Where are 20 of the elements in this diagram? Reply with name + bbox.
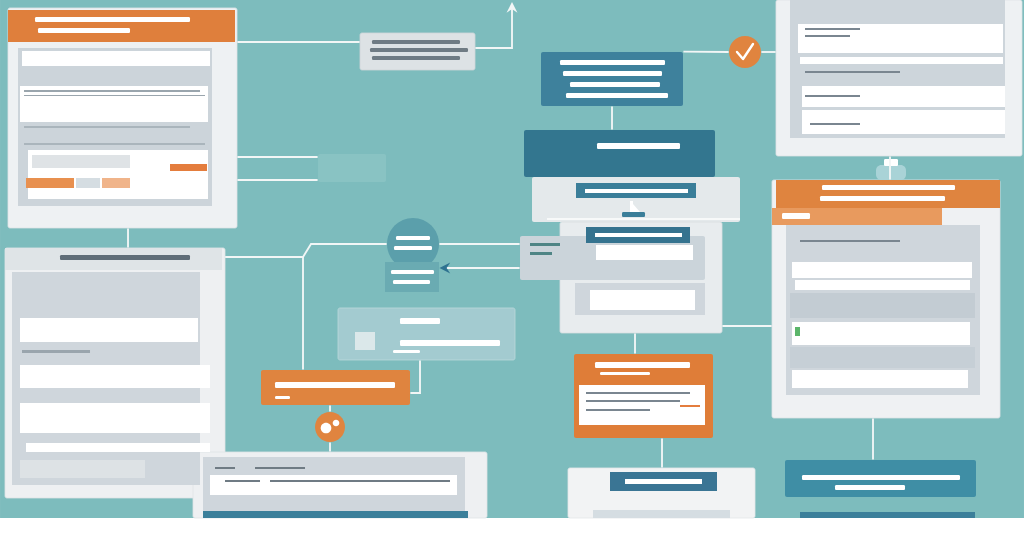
connector-line bbox=[760, 51, 777, 53]
connector-line bbox=[236, 156, 319, 158]
connector-line bbox=[236, 179, 319, 181]
connector-line bbox=[438, 243, 521, 245]
connector-line bbox=[682, 50, 730, 53]
connector-line bbox=[872, 417, 874, 461]
connector-line bbox=[634, 332, 636, 355]
badge-circle bbox=[729, 36, 761, 68]
connector-line bbox=[224, 256, 304, 371]
connector-line bbox=[661, 437, 663, 469]
connector-line bbox=[409, 359, 421, 394]
connector-line bbox=[329, 404, 331, 413]
title-bar bbox=[524, 130, 715, 177]
connector-line bbox=[236, 41, 361, 43]
connector-line bbox=[329, 441, 331, 453]
connector-line bbox=[889, 155, 891, 181]
connector-line bbox=[611, 105, 613, 131]
connector-line bbox=[127, 227, 129, 249]
connector-line bbox=[721, 325, 773, 327]
panel bbox=[318, 154, 386, 182]
